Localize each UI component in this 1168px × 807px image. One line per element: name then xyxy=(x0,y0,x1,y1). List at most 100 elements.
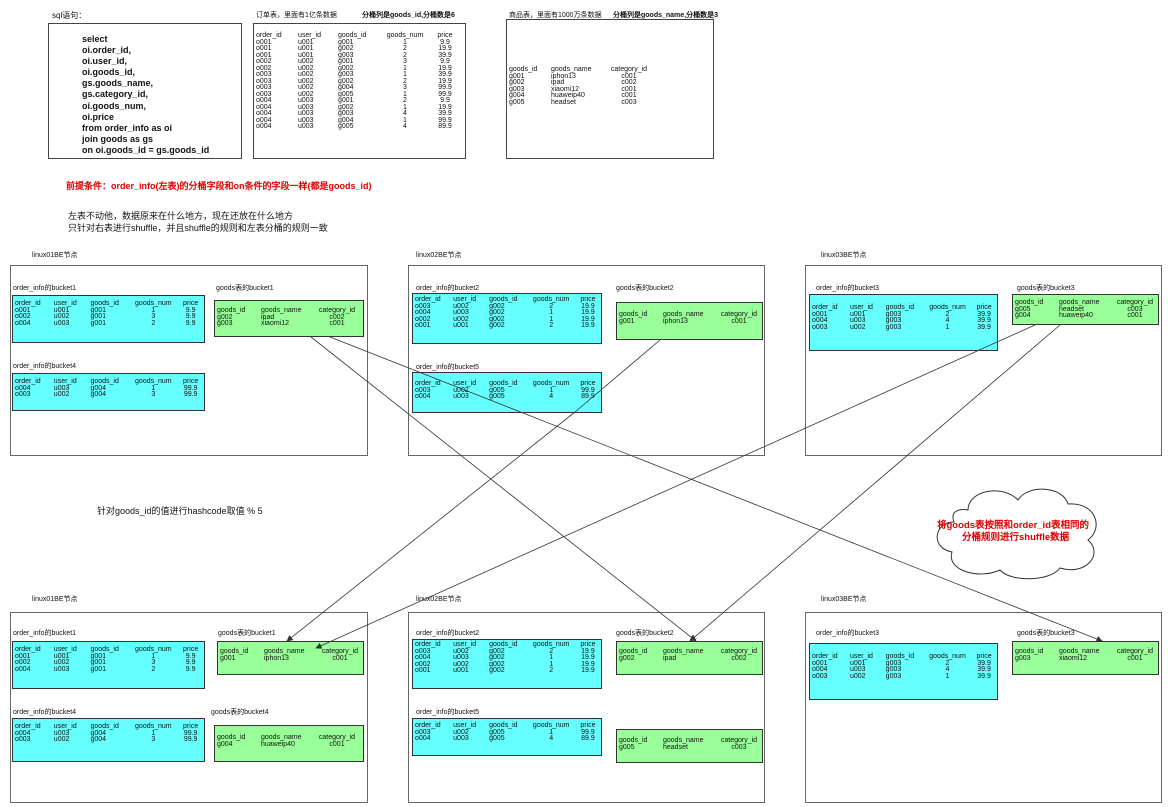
node-label-bottom-3: linux03BE节点 xyxy=(821,596,867,603)
table-cell: o003 xyxy=(256,71,272,78)
table-cell: g002 xyxy=(489,647,505,655)
column-header: price xyxy=(183,646,199,653)
table-cell: c001 xyxy=(731,317,747,325)
table-cell: g005 xyxy=(489,728,505,736)
column-header: order_id xyxy=(15,300,41,307)
table-cell: 3 xyxy=(403,58,407,65)
column-header: category_id xyxy=(1116,648,1154,655)
table-cell: u002 xyxy=(849,323,866,331)
table-cell: 99.9 xyxy=(183,736,198,743)
column-header: user_id xyxy=(849,653,873,660)
column-header: goods_id xyxy=(619,648,648,655)
table-cell: o004 xyxy=(256,103,272,111)
table-cell: 4 xyxy=(549,735,554,742)
column-header: goods_num xyxy=(135,723,172,730)
table-cell: g003 xyxy=(509,85,525,93)
sql-line: oi.goods_id, xyxy=(82,67,135,78)
table-cell: c001 xyxy=(1127,654,1143,662)
table-cell: c003 xyxy=(731,743,747,751)
table-cell: g002 xyxy=(338,77,354,85)
label-oi4-bottom: order_info的bucket4 xyxy=(13,709,77,716)
sql-line: on oi.goods_id = gs.goods_id xyxy=(82,144,210,155)
table-cell: 3 xyxy=(151,736,156,743)
column-header: user_id xyxy=(53,646,77,653)
table-cell: huaweip40 xyxy=(551,92,585,99)
table-cell: 89.9 xyxy=(581,393,595,400)
table-cell: g005 xyxy=(619,743,635,751)
table-cell: g003 xyxy=(885,310,902,318)
table-cell: g004 xyxy=(509,92,525,99)
column-header: order_id xyxy=(415,722,441,729)
table-cell: xiaomi12 xyxy=(551,85,580,93)
table-cell: 4 xyxy=(403,110,407,117)
table-cell: 39.9 xyxy=(977,672,991,680)
column-header: goods_id xyxy=(489,296,518,303)
explain-line-2: 只针对右表进行shuffle，并且shuffle的规则和左表分桶的规则一致 xyxy=(68,223,328,233)
column-header: user_id xyxy=(849,304,873,311)
column-header: goods_id xyxy=(90,723,119,730)
table-cell: 3 xyxy=(151,313,156,320)
table-cell: u002 xyxy=(298,90,314,98)
column-header: goods_name xyxy=(663,737,704,744)
table-cell: o001 xyxy=(812,659,828,667)
table-cell: u002 xyxy=(298,64,314,72)
table-cell: o004 xyxy=(415,654,431,661)
table-cell: 1 xyxy=(151,384,156,392)
table-cell: xiaomi12 xyxy=(1059,654,1088,662)
column-header: goods_id xyxy=(90,646,119,653)
table-cell: o001 xyxy=(15,652,31,660)
column-header: goods_id xyxy=(619,311,648,318)
table-cell: 3 xyxy=(403,84,407,91)
table-cell: g002 xyxy=(489,667,505,674)
column-header: category_id xyxy=(1116,299,1154,306)
table-cell: 39.9 xyxy=(438,51,452,59)
column-header: goods_num xyxy=(929,653,966,660)
column-header: price xyxy=(976,304,992,311)
column-header: goods_num xyxy=(386,32,424,39)
column-header: user_id xyxy=(453,722,477,729)
table-cell: o003 xyxy=(256,84,272,91)
cloud-shape xyxy=(936,488,1097,580)
table-cell: 39.9 xyxy=(438,71,452,78)
table-cell: o002 xyxy=(415,660,431,668)
table-cell: 1 xyxy=(945,672,950,680)
table-cell: 2 xyxy=(151,665,156,673)
table-cell: o003 xyxy=(15,736,31,743)
table-cell: 4 xyxy=(945,317,950,324)
table-cell: o001 xyxy=(256,38,272,46)
table-cell: g003 xyxy=(885,659,902,667)
table-cell: 4 xyxy=(945,666,950,673)
table-cell: 89.9 xyxy=(438,123,452,130)
column-header: user_id xyxy=(453,641,477,648)
table-cell: 1 xyxy=(403,116,407,124)
column-header: goods_id xyxy=(220,648,249,655)
table-cell: c002 xyxy=(731,654,747,662)
table-cell: u003 xyxy=(298,123,314,130)
table-cell: g002 xyxy=(489,302,505,310)
column-header: order_id xyxy=(15,723,41,730)
column-header: user_id xyxy=(53,300,77,307)
table-cell: u002 xyxy=(298,58,314,65)
column-header: category_id xyxy=(720,648,758,655)
table-cell: u003 xyxy=(849,666,866,673)
table-cell: 2 xyxy=(549,647,554,655)
